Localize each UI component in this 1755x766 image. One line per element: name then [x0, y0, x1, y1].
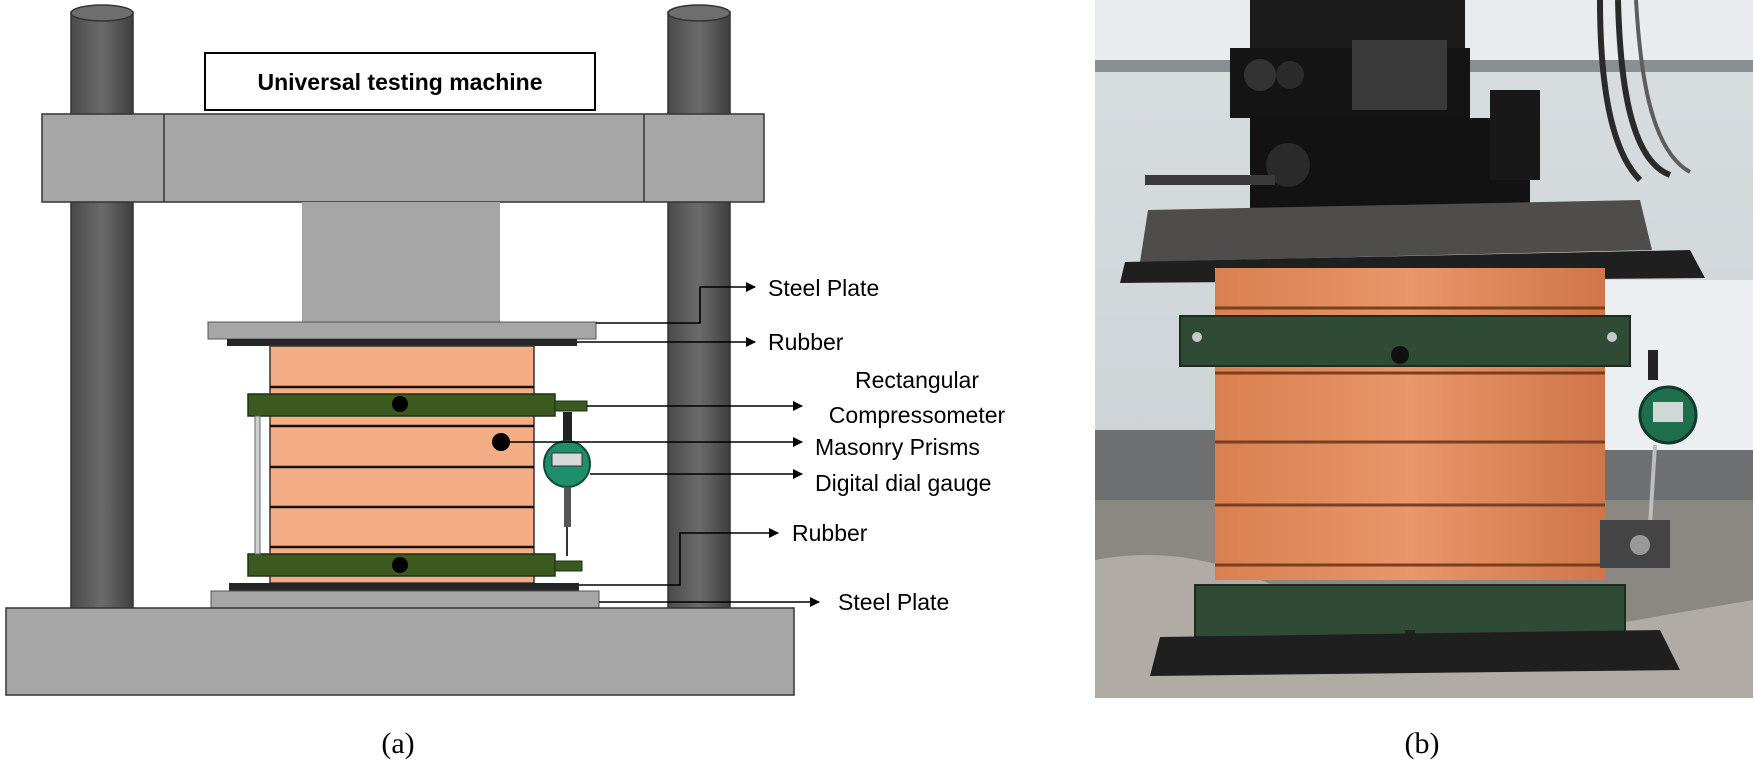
label-leaders — [510, 282, 820, 607]
prism-marker-dot — [492, 433, 510, 451]
leader-steel-plate-top — [596, 282, 756, 324]
digital-dial-gauge — [543, 412, 591, 556]
compressometer-guide-rod — [254, 415, 261, 555]
label-rubber-bottom: Rubber — [792, 520, 868, 546]
machine-title: Universal testing machine — [257, 69, 542, 95]
label-compressometer-line2: Compressometer — [829, 402, 1006, 428]
label-steel-plate-top: Steel Plate — [768, 275, 879, 301]
label-rubber-top: Rubber — [768, 329, 844, 355]
label-compressometer-line1: Rectangular — [855, 367, 979, 393]
label-steel-plate-bottom: Steel Plate — [838, 589, 949, 615]
leader-rubber-bottom — [579, 528, 779, 586]
compressometer-frame-bottom — [247, 553, 583, 577]
label-masonry-prisms: Masonry Prisms — [815, 434, 980, 460]
machine-column-left — [70, 4, 134, 613]
top-rubber-pad — [227, 339, 577, 346]
machine-base — [5, 607, 795, 696]
machine-crosshead — [41, 113, 765, 203]
caption-b: (b) — [1405, 727, 1440, 760]
bottom-steel-plate — [210, 590, 600, 609]
top-steel-plate — [207, 321, 597, 340]
loading-ram — [302, 202, 500, 322]
machine-column-right — [667, 4, 731, 613]
bottom-rubber-pad — [229, 583, 579, 591]
caption-a: (a) — [381, 727, 414, 760]
panel-a-schematic: Universal testing machine — [5, 4, 1006, 760]
panel-b-photo: (b) — [1095, 0, 1753, 760]
label-dial-gauge: Digital dial gauge — [815, 470, 991, 496]
masonry-prism — [269, 345, 535, 584]
compressometer-frame-top — [247, 393, 588, 417]
machine-title-box — [204, 52, 596, 111]
